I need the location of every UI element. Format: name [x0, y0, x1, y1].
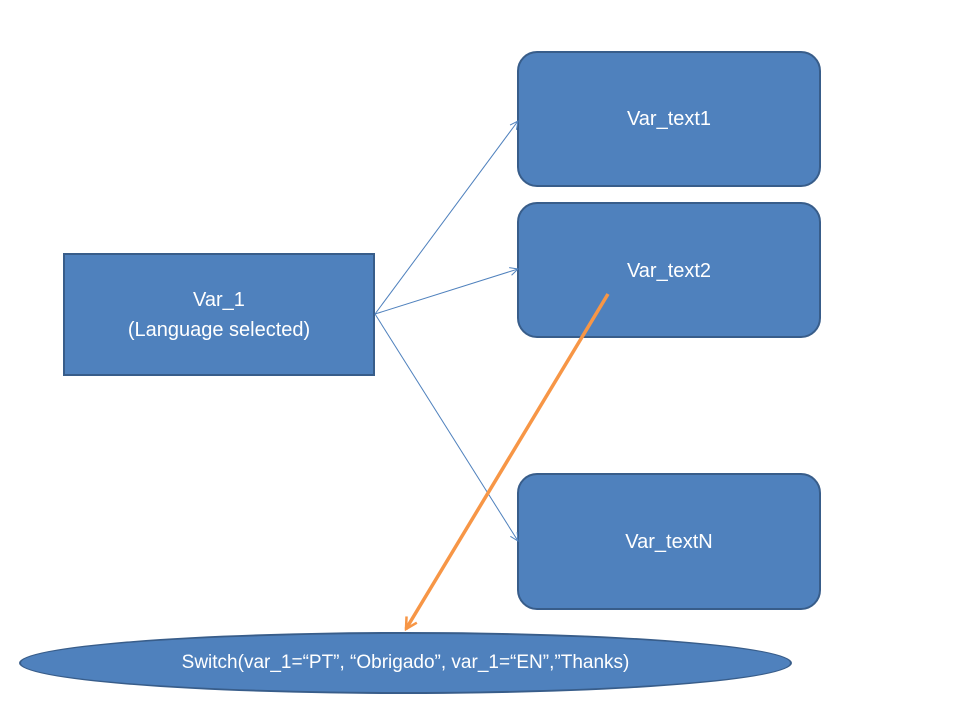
var1-node-title: Var_1	[193, 288, 245, 311]
var-text2-label: Var_text2	[626, 260, 712, 282]
connector-var1-to-text1	[374, 121, 518, 315]
switch-node-label: Switch(var_1=“PT”, “Obrigado”, var_1=“EN…	[181, 652, 630, 673]
connector-var1-to-textn	[374, 313, 518, 541]
switch-node: Switch(var_1=“PT”, “Obrigado”, var_1=“EN…	[19, 632, 792, 694]
var-textn-label: Var_textN	[625, 530, 713, 553]
var-text1-label: Var_text1	[626, 108, 712, 130]
var-text1-node: Var_text1	[517, 51, 821, 187]
var1-node: Var_1 (Language selected)	[63, 253, 375, 376]
var-textn-node: Var_textN	[517, 473, 821, 610]
var1-node-subtitle: (Language selected)	[127, 318, 311, 341]
connector-var1-to-text2	[374, 269, 518, 315]
var-text2-node: Var_text2	[517, 202, 821, 338]
